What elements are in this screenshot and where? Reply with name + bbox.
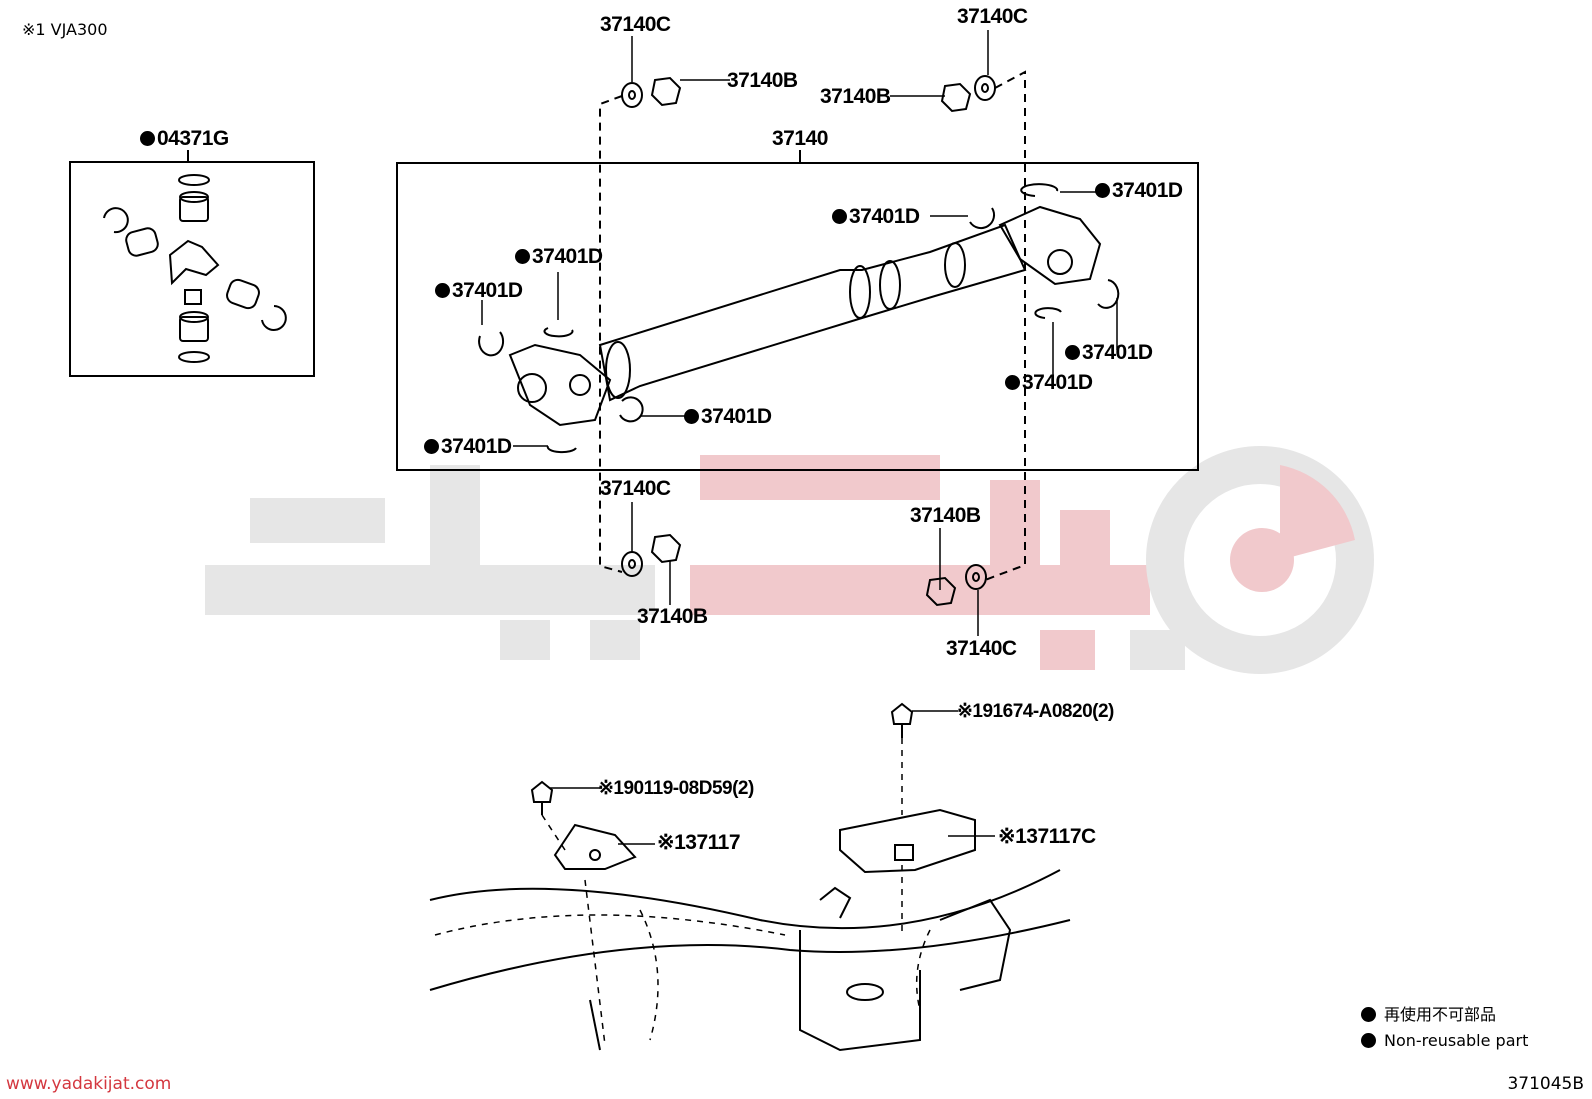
universal-joint-kit-drawing bbox=[103, 174, 287, 363]
non-reusable-dot-icon bbox=[1065, 345, 1080, 360]
snap-ring-label-text: 37401D bbox=[849, 205, 920, 228]
non-reusable-dot-icon bbox=[435, 283, 450, 298]
snap-ring-label-3: 37401D bbox=[515, 246, 603, 267]
kit-label: 04371G bbox=[140, 128, 229, 149]
nuts-and-washers bbox=[621, 75, 996, 607]
washer-label-top-right: 37140C bbox=[957, 5, 1028, 28]
snap-ring-label-8: 37401D bbox=[424, 436, 512, 457]
shaft-box bbox=[396, 150, 1199, 471]
snap-ring-label-4: 37401D bbox=[435, 280, 523, 301]
nut-label-bottom-left: 37140B bbox=[637, 605, 708, 628]
non-reusable-dot-icon bbox=[1095, 183, 1110, 198]
non-reusable-dot-icon bbox=[684, 409, 699, 424]
header-note: ※1 VJA300 bbox=[22, 20, 108, 39]
lower-dashed bbox=[434, 738, 931, 1046]
snap-ring-label-5: 37401D bbox=[1065, 342, 1153, 363]
snap-ring-label-text: 37401D bbox=[1082, 341, 1153, 364]
washer-label-bottom-left: 37140C bbox=[600, 477, 671, 500]
lower-leader-lines bbox=[550, 710, 995, 845]
nut-label-top-left: 37140B bbox=[727, 69, 798, 92]
snap-ring-label-text: 37401D bbox=[701, 405, 772, 428]
diagram-code: 371045B bbox=[1507, 1074, 1584, 1094]
snap-rings bbox=[478, 183, 1120, 454]
snap-ring-label-text: 37401D bbox=[441, 435, 512, 458]
snap-ring-label-text: 37401D bbox=[1112, 179, 1183, 202]
snap-ring-label-6: 37401D bbox=[1005, 372, 1093, 393]
legend-jp-text: 再使用不可部品 bbox=[1384, 1005, 1497, 1024]
snap-ring-label-text: 37401D bbox=[532, 245, 603, 268]
snap-ring-label-text: 37401D bbox=[1022, 371, 1093, 394]
dashed-guides bbox=[599, 70, 1026, 581]
non-reusable-dot-icon bbox=[424, 439, 439, 454]
snap-ring-label-text: 37401D bbox=[452, 279, 523, 302]
bracket-label-2: ※137117C bbox=[998, 825, 1096, 848]
snap-ring-label-7: 37401D bbox=[684, 406, 772, 427]
nut-label-bottom-right: 37140B bbox=[910, 504, 981, 527]
legend-row-jp: 再使用不可部品 bbox=[1361, 1007, 1496, 1023]
washer-label-bottom-right: 37140C bbox=[946, 637, 1017, 660]
kit-box bbox=[69, 150, 315, 377]
snap-ring-label-2: 37401D bbox=[832, 206, 920, 227]
legend-en-text: Non-reusable part bbox=[1384, 1031, 1529, 1050]
bracket-label-1: ※137117 bbox=[657, 831, 741, 854]
lower-brackets-frame bbox=[429, 702, 1071, 1052]
washer-label-top-left: 37140C bbox=[600, 13, 671, 36]
snap-ring-label-1: 37401D bbox=[1095, 180, 1183, 201]
watermark-logo bbox=[205, 446, 1374, 674]
legend-row-en: Non-reusable part bbox=[1361, 1033, 1528, 1049]
non-reusable-dot-icon bbox=[1361, 1007, 1376, 1022]
non-reusable-dot-icon bbox=[140, 131, 155, 146]
non-reusable-dot-icon bbox=[832, 209, 847, 224]
non-reusable-dot-icon bbox=[515, 249, 530, 264]
non-reusable-dot-icon bbox=[1361, 1033, 1376, 1048]
bolt-label-1: ※190119-08D59(2) bbox=[598, 778, 754, 799]
bolt-label-2: ※191674-A0820(2) bbox=[957, 701, 1114, 722]
non-reusable-dot-icon bbox=[1005, 375, 1020, 390]
watermark-url: www.yadakijat.com bbox=[6, 1074, 172, 1094]
propeller-shaft-label: 37140 bbox=[772, 127, 828, 150]
nut-label-top-right: 37140B bbox=[820, 85, 891, 108]
kit-label-text: 04371G bbox=[157, 127, 229, 150]
leader-lines bbox=[481, 30, 1118, 636]
